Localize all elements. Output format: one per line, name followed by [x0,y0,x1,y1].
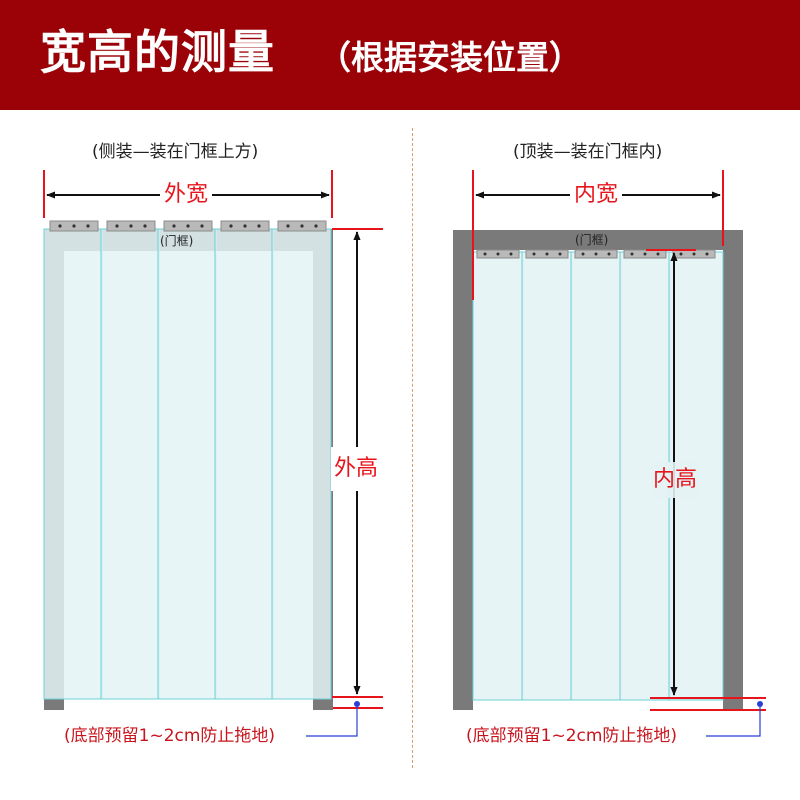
left-bottom-note: (底部预留1~2cm防止拖地) [64,726,276,746]
page-subtitle: （根据安装位置） [318,38,582,77]
left-mounting-brackets [49,220,327,232]
left-width-label: 外宽 [160,181,213,209]
right-width-label: 内宽 [570,181,623,209]
right-bottom-note: (底部预留1~2cm防止拖地) [466,726,678,746]
left-frame-tag: (门框) [160,234,194,248]
right-mounting-brackets [476,249,716,259]
left-note-leader [306,701,360,737]
right-door-frame [453,230,743,710]
right-note-leader [706,701,763,737]
right-frame-tag: (门框) [575,233,609,247]
panel-divider [412,128,413,768]
right-caption: (顶装—装在门框内) [513,142,663,162]
left-caption: (侧装—装在门框上方) [92,142,259,162]
page-title: 宽高的测量 [40,25,275,79]
right-height-label: 内高 [651,462,700,498]
left-height-label: 外高 [331,447,382,491]
left-curtain-strips [43,228,332,700]
title-banner: 宽高的测量 （根据安装位置） [0,0,800,110]
